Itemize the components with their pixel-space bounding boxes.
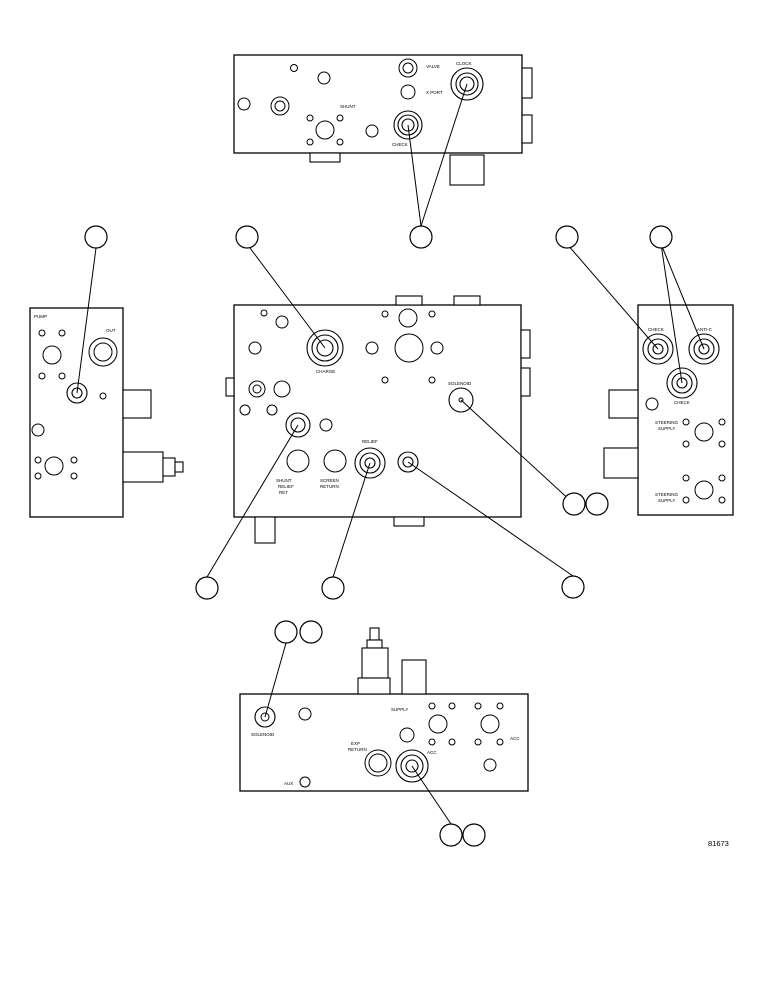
front-label-screen: SCREEN — [320, 478, 339, 483]
right-label-supply-2: SUPPLY — [658, 498, 675, 503]
callout-balloon — [439, 823, 463, 847]
top-view-side-fitting — [521, 67, 533, 99]
right-view-fitting — [603, 447, 639, 479]
callout-balloon — [462, 823, 486, 847]
right-label-steering-2: STEERING — [655, 492, 679, 497]
front-label-shunt: SHUNT — [276, 478, 292, 483]
top-label-clock: CLOCK — [456, 61, 472, 66]
callout-balloon — [409, 225, 433, 249]
front-view-bottom-boss — [254, 516, 276, 544]
callout-balloon — [562, 492, 586, 516]
front-label-relief-shunt: RELIEF — [278, 484, 294, 489]
right-label-anti-c: ANTI-C — [697, 327, 713, 332]
bottom-view-valve-stem — [369, 627, 380, 641]
leader-lines — [76, 83, 705, 825]
left-label-out: OUT — [106, 328, 116, 333]
callout-balloon — [195, 576, 219, 600]
callout-balloon — [235, 225, 259, 249]
callout-balloon — [321, 576, 345, 600]
callout-balloon — [299, 620, 323, 644]
top-view-bottom-fitting — [309, 152, 341, 163]
top-label-check: CHECK — [392, 142, 408, 147]
drawing-number: 81673 — [708, 839, 729, 848]
top-label-valve: VALVE — [426, 64, 440, 69]
callout-balloon — [84, 225, 108, 249]
bottom-label-acc-2: ACC — [510, 736, 520, 741]
callout-balloon — [274, 620, 298, 644]
bottom-view-fitting — [401, 659, 427, 695]
bottom-label-return: RETURN — [348, 747, 367, 752]
front-label-charge: CHARGE — [316, 369, 335, 374]
callout-balloon — [585, 492, 609, 516]
front-label-solenoid: SOLENOID — [448, 381, 472, 386]
right-view-boss — [608, 389, 639, 419]
callout-balloon — [561, 575, 585, 599]
callout-balloon — [555, 225, 579, 249]
front-label-relief: RELIEF — [362, 439, 378, 444]
right-label-steering: STEERING — [655, 420, 679, 425]
bottom-label-solenoid: SOLENOID — [251, 732, 275, 737]
top-view-side-fitting-2 — [521, 114, 533, 144]
left-label-pump: PUMP — [34, 314, 47, 319]
front-view: CHARGE SOLENOID SHUNT RELIEF RET RELIEF … — [225, 295, 531, 544]
top-view: SHUNT VALVE X PORT CHECK CLOCK — [233, 54, 533, 186]
bottom-label-acc: ACC — [427, 750, 437, 755]
front-view-top-fitting-2 — [453, 295, 481, 306]
left-view-valve-cartridge — [122, 451, 164, 483]
front-label-return: RETURN — [320, 484, 339, 489]
bottom-view-plate — [239, 693, 529, 792]
right-label-check-2: CHECK — [674, 400, 690, 405]
front-label-ret: RET — [279, 490, 288, 495]
right-label-check: CHECK — [648, 327, 664, 332]
bottom-label-aux: AUX — [284, 781, 293, 786]
right-view: CHECK ANTI-C CHECK STEERING SUPPLY STEER… — [603, 304, 734, 516]
bottom-label-exp: EXP — [351, 741, 360, 746]
bottom-view: SOLENOID SUPPLY EXP RETURN ACC ACC AUX — [239, 627, 529, 792]
left-view: PUMP OUT — [29, 307, 184, 518]
bottom-label-supply: SUPPLY — [391, 707, 408, 712]
top-view-connector — [449, 154, 485, 186]
left-view-boss — [122, 389, 152, 419]
right-label-supply: SUPPLY — [658, 426, 675, 431]
callout-balloons — [84, 225, 673, 847]
top-label-xport: X PORT — [426, 90, 443, 95]
front-view-top-fitting — [395, 295, 423, 306]
callout-balloon — [649, 225, 673, 249]
top-label-shunt: SHUNT — [340, 104, 356, 109]
